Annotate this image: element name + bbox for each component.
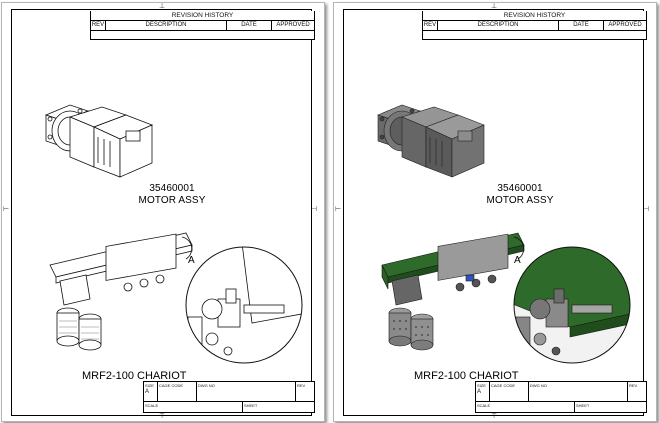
chariot-caption: MRF2-100 CHARIOT [82,370,187,382]
description-column-header: DESCRIPTION [438,21,559,30]
revision-history-header: REV DESCRIPTION DATE APPROVED [423,21,646,31]
center-mark-top-icon: ⊥ [491,3,498,10]
drawing-sheet-shaded-view: ⊥ ⊢ ⊣ ⊤ REVISION HISTORY REV DESCRIPTION… [333,2,657,422]
size-cell: SIZE A [144,382,158,401]
center-mark-left-icon: ⊢ [3,206,10,213]
title-block: SIZE A CAGE CODE DWG NO REV SCALE SHEET [143,381,315,413]
center-mark-bottom-icon: ⊤ [159,413,166,420]
center-mark-right-icon: ⊣ [643,206,650,213]
size-value: A [145,389,150,395]
motor-assembly-name: MOTOR ASSY [486,195,554,206]
drawing-border [343,9,644,416]
sheet-label: SHEET [576,403,590,408]
center-mark-left-icon: ⊢ [335,206,342,213]
detail-callout-letter: A [188,255,195,266]
approved-column-header: APPROVED [276,22,310,28]
center-mark-right-icon: ⊣ [311,206,318,213]
rev-label: REV [629,383,638,388]
detail-callout-letter: A [514,255,521,266]
center-mark-top-icon: ⊥ [159,3,166,10]
drawing-border [11,9,312,416]
sheet-cell: SHEET [575,402,645,412]
description-column-header: DESCRIPTION [106,21,227,30]
size-label: SIZE [477,383,486,388]
chariot-shaded-render [381,232,525,351]
cage-code-cell: CAGE CODE [158,382,197,401]
revision-history-header: REV DESCRIPTION DATE APPROVED [91,21,314,31]
detail-view-circle-shaded [513,246,631,364]
motor-part-number: 35460001 [497,183,543,194]
motor-assembly-shaded-render [377,104,485,178]
revision-history-table: REVISION HISTORY REV DESCRIPTION DATE AP… [422,11,647,40]
scale-label: SCALE [145,403,159,408]
revision-history-title: REVISION HISTORY [423,11,646,21]
scale-label: SCALE [477,403,491,408]
scale-cell: SCALE [144,402,243,412]
rev-column-header: REV [423,21,438,30]
size-label: SIZE [145,383,154,388]
rev-cell: REV [296,382,313,401]
chariot-caption: MRF2-100 CHARIOT [414,370,519,382]
cage-code-label: CAGE CODE [159,383,184,388]
cage-code-label: CAGE CODE [491,383,516,388]
sheet-cell: SHEET [243,402,313,412]
drawing-sheet-line-view: ⊥ ⊢ ⊣ ⊤ REVISION HISTORY REV DESCRIPTION… [1,2,325,422]
scale-cell: SCALE [476,402,575,412]
center-mark-bottom-icon: ⊤ [491,413,498,420]
size-value: A [477,389,482,395]
date-column-header: DATE [559,21,604,30]
motor-part-number: 35460001 [149,183,195,194]
detail-view-circle-line [185,246,303,364]
revision-history-title: REVISION HISTORY [91,11,314,21]
approved-column-header: APPROVED [608,22,642,28]
dwg-no-cell: DWG NO [197,382,296,401]
rev-label: REV [297,383,306,388]
revision-history-table: REVISION HISTORY REV DESCRIPTION DATE AP… [90,11,315,40]
motor-assembly-line-drawing [44,104,154,178]
cage-code-cell: CAGE CODE [490,382,529,401]
dwg-no-label: DWG NO [530,383,547,388]
title-block: SIZE A CAGE CODE DWG NO REV SCALE SHEET [475,381,647,413]
rev-column-header: REV [91,21,106,30]
chariot-line-drawing [49,232,193,351]
sheet-label: SHEET [244,403,258,408]
dwg-no-cell: DWG NO [529,382,628,401]
size-cell: SIZE A [476,382,490,401]
dwg-no-label: DWG NO [198,383,215,388]
date-column-header: DATE [227,21,272,30]
motor-assembly-name: MOTOR ASSY [138,195,206,206]
rev-cell: REV [628,382,645,401]
